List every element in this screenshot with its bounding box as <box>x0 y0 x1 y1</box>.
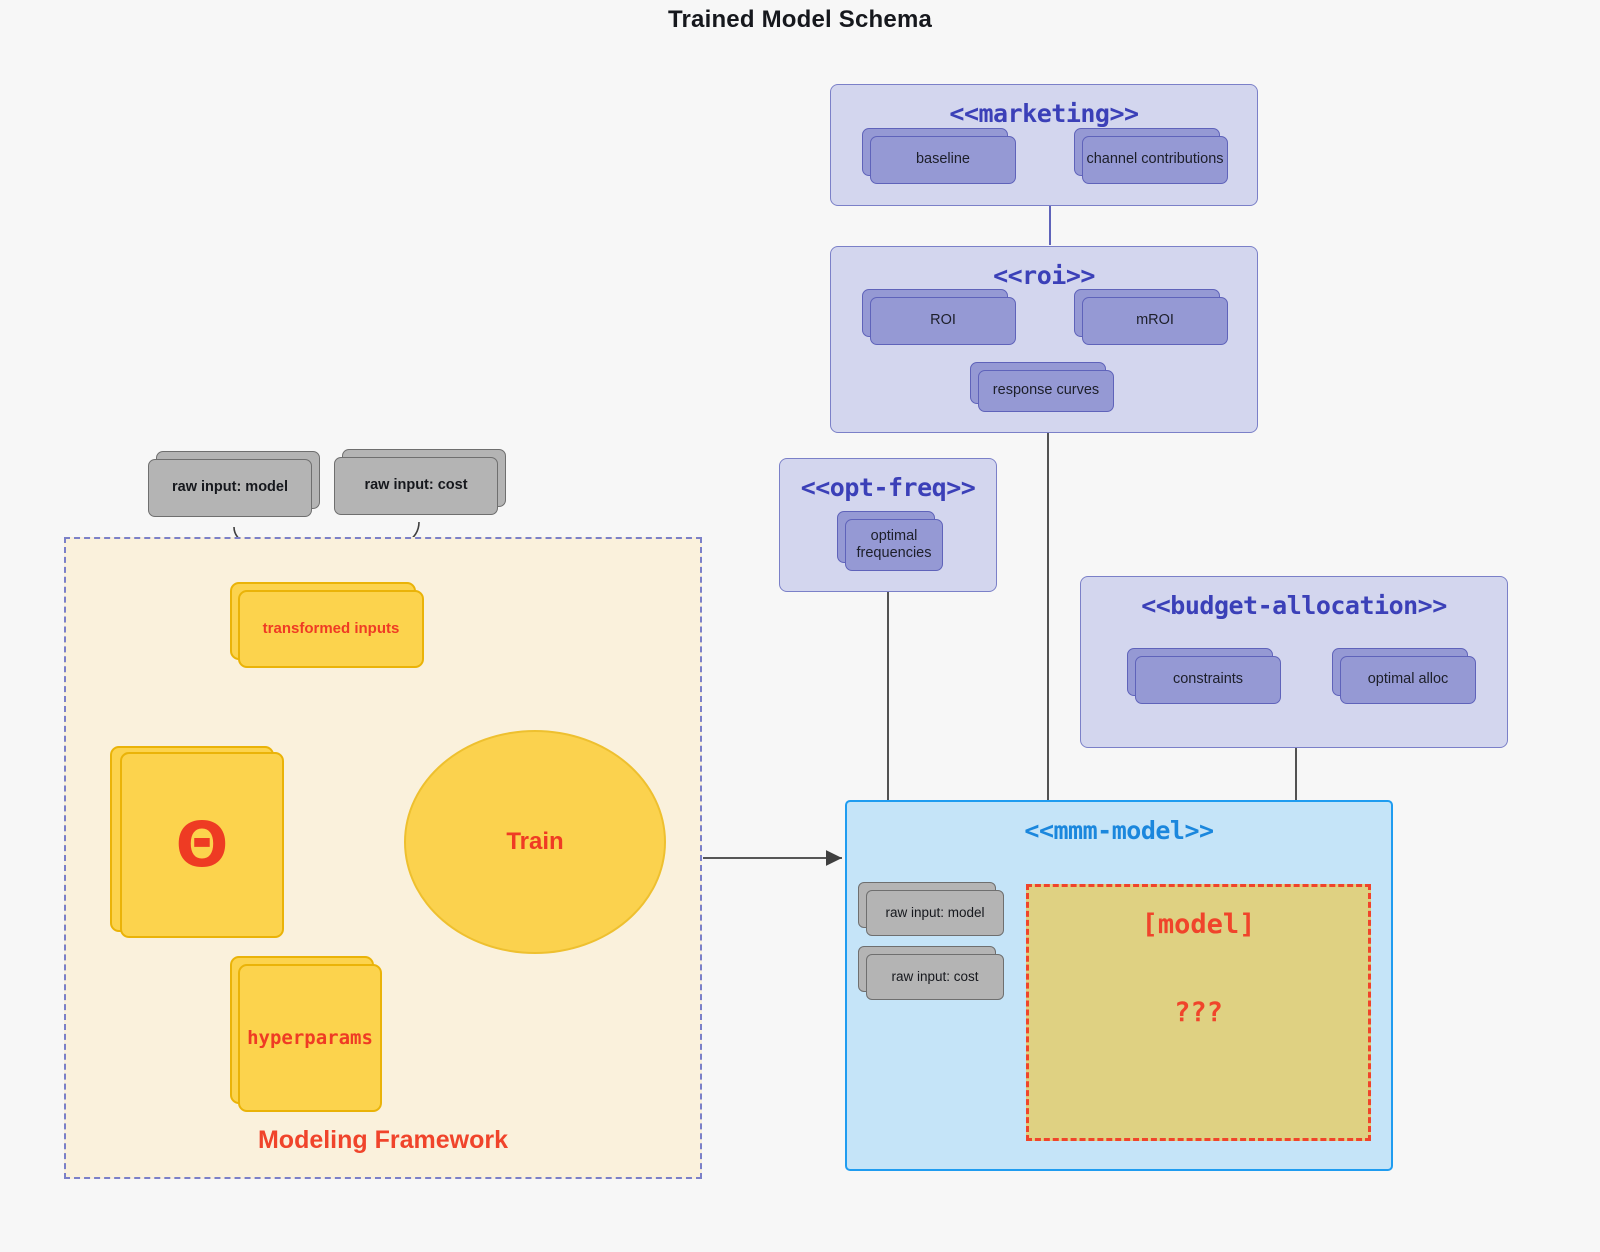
node-label: ROI <box>870 297 1016 345</box>
node-mmm-raw-input-model[interactable]: raw input: model <box>858 882 1004 936</box>
node-label: raw input: model <box>866 890 1004 936</box>
node-label: baseline <box>870 136 1016 184</box>
node-mmm-raw-input-cost[interactable]: raw input: cost <box>858 946 1004 1000</box>
node-label: optimal alloc <box>1340 656 1476 704</box>
node-label-line2: frequencies <box>856 545 932 561</box>
node-label: raw input: cost <box>866 954 1004 1000</box>
theta-icon: Θ <box>120 752 284 938</box>
raw-input-cost-node[interactable]: raw input: cost <box>334 449 506 515</box>
node-roi[interactable]: ROI <box>862 289 1016 345</box>
node-label: response curves <box>978 370 1114 412</box>
framework-label: Modeling Framework <box>257 1126 509 1154</box>
train-label: Train <box>506 828 564 855</box>
model-placeholder-line2: ??? <box>1174 997 1223 1028</box>
node-response-curves[interactable]: response curves <box>970 362 1114 412</box>
node-label: optimal frequencies <box>845 519 943 571</box>
node-mroi[interactable]: mROI <box>1074 289 1228 345</box>
theta-node[interactable]: Θ <box>110 746 284 938</box>
node-optimal-alloc[interactable]: optimal alloc <box>1332 648 1476 704</box>
package-title: <<marketing>> <box>949 99 1139 128</box>
package-title: <<roi>> <box>993 261 1095 290</box>
node-optimal-frequencies[interactable]: optimal frequencies <box>837 511 943 571</box>
node-label: raw input: model <box>148 459 312 517</box>
node-channel-contributions[interactable]: channel contributions <box>1074 128 1228 184</box>
model-placeholder-box[interactable]: [model] ??? <box>1026 884 1371 1141</box>
node-label: transformed inputs <box>238 590 424 668</box>
node-label: hyperparams <box>238 964 382 1112</box>
node-label-line1: optimal <box>870 527 918 544</box>
node-label: constraints <box>1135 656 1281 704</box>
node-label: channel contributions <box>1082 136 1228 184</box>
package-title: <<mmm-model>> <box>1024 816 1214 845</box>
hyperparams-node[interactable]: hyperparams <box>230 956 382 1112</box>
package-title: <<opt-freq>> <box>800 473 976 502</box>
raw-input-model-node[interactable]: raw input: model <box>148 451 320 517</box>
node-baseline[interactable]: baseline <box>862 128 1016 184</box>
model-placeholder-line1: [model] <box>1141 909 1256 940</box>
theta-glyph: Θ <box>175 808 229 881</box>
transformed-inputs-node[interactable]: transformed inputs <box>230 582 424 668</box>
train-activity-node[interactable]: Train <box>404 730 666 954</box>
node-label: raw input: cost <box>334 457 498 515</box>
package-title: <<budget-allocation>> <box>1141 591 1447 620</box>
page-title: Trained Model Schema <box>667 6 933 33</box>
node-label: mROI <box>1082 297 1228 345</box>
node-constraints[interactable]: constraints <box>1127 648 1281 704</box>
